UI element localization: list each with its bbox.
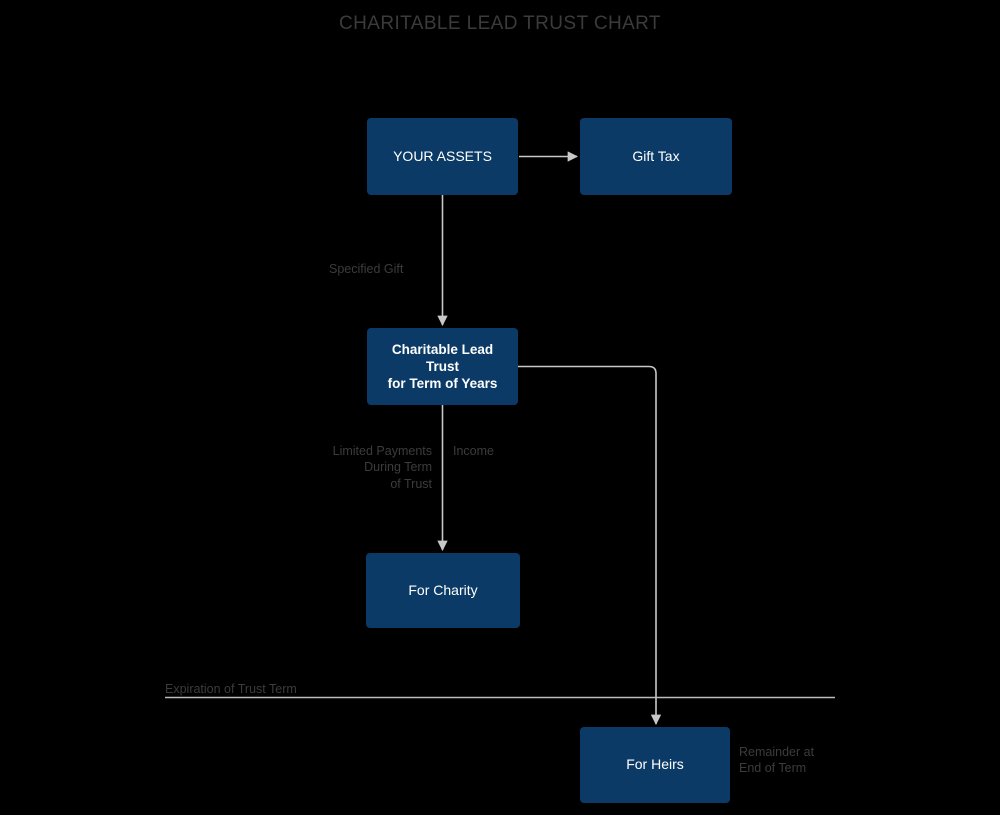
node-for-heirs[interactable]: For Heirs (580, 727, 730, 803)
node-charitable-lead-trust[interactable]: Charitable Lead Trust for Term of Years (367, 328, 518, 405)
node-trust-line-2: for Term of Years (387, 376, 498, 392)
node-for-heirs-label: For Heirs (626, 756, 684, 773)
node-gift-tax[interactable]: Gift Tax (580, 118, 732, 195)
edge-trust-to-heirs (518, 365, 662, 726)
edge-label-limited-payments: Limited Payments During Term of Trust (332, 444, 432, 491)
edge-label-income: Income (453, 444, 494, 458)
page-title: CHARITABLE LEAD TRUST CHART (339, 13, 661, 34)
edge-label-specified-gift: Specified Gift (329, 262, 404, 276)
node-trust-line-1: Charitable Lead Trust (391, 341, 494, 374)
node-for-charity-label: For Charity (408, 581, 478, 598)
node-charitable-lead-trust-label: Charitable Lead Trust for Term of Years (375, 341, 510, 393)
node-gift-tax-label: Gift Tax (632, 147, 680, 164)
node-your-assets[interactable]: YOUR ASSETS (367, 118, 518, 195)
node-for-charity[interactable]: For Charity (366, 553, 520, 628)
edge-label-remainder-at-end-of-term: Remainder at End of Term (739, 745, 815, 776)
node-your-assets-label: YOUR ASSETS (393, 147, 492, 164)
annotation-expiration-of-trust-term: Expiration of Trust Term (165, 682, 297, 696)
